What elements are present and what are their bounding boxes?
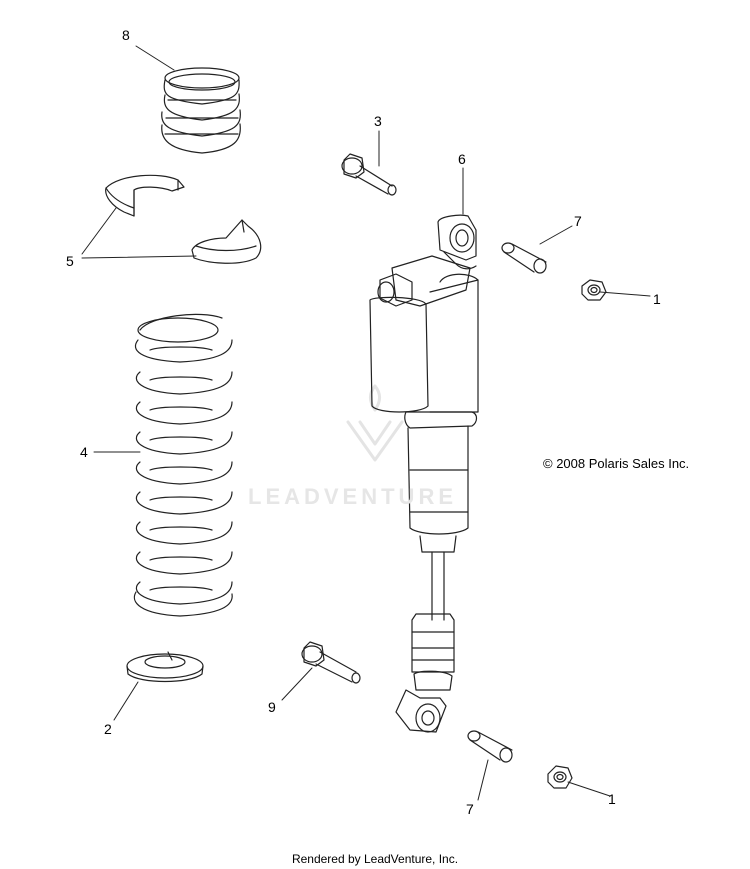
callout-1-lower: 1 [608, 791, 616, 807]
callout-1-upper: 1 [653, 291, 661, 307]
part-6-shock-absorber [369, 214, 479, 733]
part-1-nut-upper [581, 279, 607, 301]
leader-lines [81, 45, 651, 801]
callout-7-upper: 7 [574, 213, 582, 229]
callout-9: 9 [268, 699, 276, 715]
part-7-bushing-lower [467, 730, 513, 763]
callout-5: 5 [66, 253, 74, 269]
copyright-notice: © 2008 Polaris Sales Inc. [543, 456, 690, 471]
callout-7-lower: 7 [466, 801, 474, 817]
part-8-spring [161, 67, 241, 154]
part-1-nut-lower [547, 765, 573, 789]
part-5-retainer-top [105, 174, 185, 217]
part-3-bolt [341, 153, 397, 196]
callout-3: 3 [374, 113, 382, 129]
part-9-bolt [301, 641, 361, 684]
part-2-spring-seat [126, 651, 204, 683]
part-7-bushing-upper [501, 242, 547, 274]
callout-2: 2 [104, 721, 112, 737]
part-4-main-spring [133, 313, 233, 617]
footer-credit: Rendered by LeadVenture, Inc. [291, 852, 459, 866]
watermark-logo-icon [346, 384, 404, 462]
part-5-retainer-bottom [191, 219, 262, 264]
callout-8: 8 [122, 27, 130, 43]
watermark-text: LEADVENTURE [248, 484, 458, 509]
callout-6: 6 [458, 151, 466, 167]
callout-4: 4 [80, 444, 88, 460]
